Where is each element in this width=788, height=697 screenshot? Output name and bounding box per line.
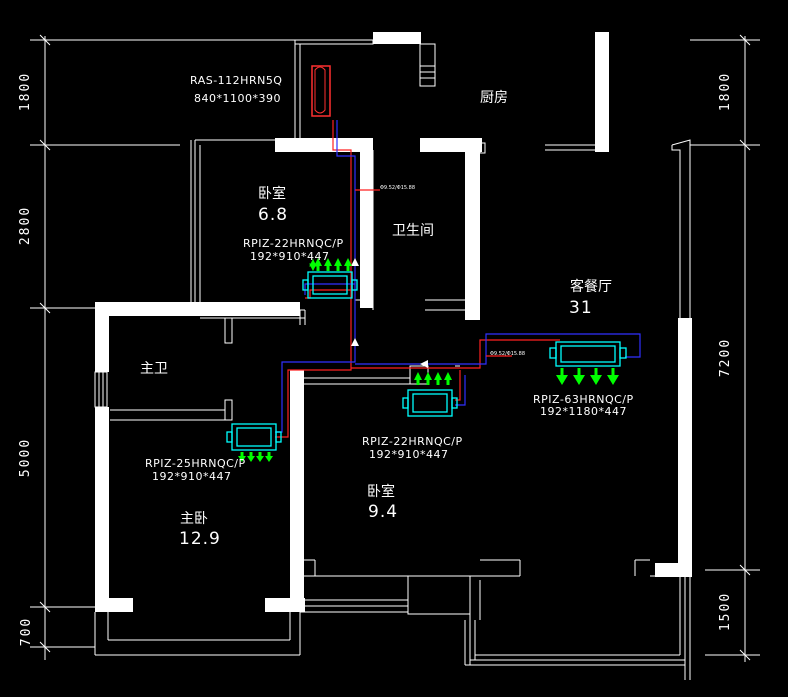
pipe-label-2: Φ9.52/Φ15.88 [490, 351, 526, 357]
flow-arrows [351, 258, 428, 368]
room-bed1-area: 6.8 [258, 205, 289, 225]
living-unit-size: 192*1180*447 [540, 405, 627, 418]
room-living-name: 客餐厅 [570, 279, 612, 295]
airflow-up-bed1 [314, 258, 352, 271]
room-bed2-name: 卧室 [367, 484, 395, 500]
room-bed2-area: 9.4 [368, 502, 399, 522]
dim-left-3: 5000 [18, 437, 34, 478]
indoor-units [226, 271, 627, 451]
bed1-airflow [309, 258, 317, 272]
bed1-indoor-unit [302, 271, 358, 299]
room-master-bed-area: 12.9 [179, 529, 221, 549]
master-indoor-unit [226, 423, 282, 451]
dim-left-2: 2800 [18, 205, 34, 246]
dim-right-2: 7200 [718, 337, 734, 378]
dim-left-1: 1800 [18, 71, 34, 112]
pipe-label-1: Φ9.52/Φ15.88 [380, 185, 416, 191]
room-bed1-name: 卧室 [258, 186, 286, 202]
bed2-unit-size: 192*910*447 [369, 448, 449, 461]
dim-right-3: 1500 [718, 591, 734, 632]
airflow-arrows [309, 258, 317, 272]
right-dimension-lines [690, 34, 760, 662]
room-master-bath-name: 主卫 [140, 361, 168, 377]
living-indoor-unit [549, 341, 627, 367]
master-unit-size: 192*910*447 [152, 470, 232, 483]
outdoor-unit-graphic [311, 65, 331, 117]
airflow-down-living [556, 368, 619, 385]
room-living-area: 31 [569, 298, 593, 318]
living-unit-model: RPIZ-63HRNQC/P [533, 393, 634, 406]
room-master-bed-name: 主卧 [180, 511, 208, 527]
outdoor-unit-model: RAS-112HRN5Q [190, 74, 283, 87]
airflow-down-master [238, 452, 273, 462]
bed2-unit-model: RPIZ-22HRNQC/P [362, 435, 463, 448]
thick-walls [95, 32, 692, 612]
room-kitchen-name: 厨房 [480, 90, 508, 106]
bed1-unit-model: RPIZ-22HRNQC/P [243, 237, 344, 250]
airflow-up-bed2 [414, 372, 452, 385]
dim-left-4: 700 [19, 616, 35, 647]
master-unit-model: RPIZ-25HRNQC/P [145, 457, 246, 470]
dim-right-1: 1800 [718, 71, 734, 112]
room-bath-name: 卫生间 [392, 223, 434, 239]
left-dimension-lines [30, 34, 300, 660]
outdoor-unit-size: 840*1100*390 [194, 92, 281, 105]
bed1-unit-size: 192*910*447 [250, 250, 330, 263]
bed2-indoor-unit [402, 389, 458, 417]
